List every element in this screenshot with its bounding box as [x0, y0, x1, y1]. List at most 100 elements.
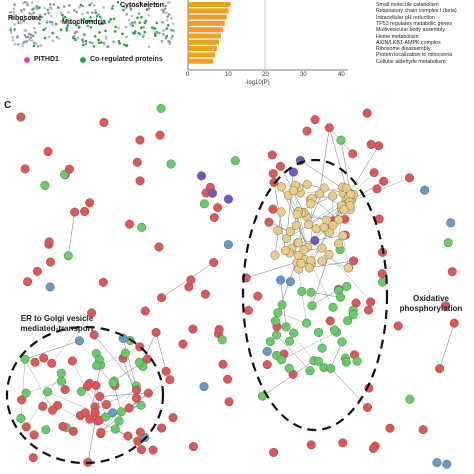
protein-node [338, 438, 348, 448]
protein-node [123, 431, 133, 441]
protein-node [349, 256, 359, 266]
scatter-point [31, 34, 35, 38]
protein-node [40, 180, 50, 190]
protein-node [302, 318, 312, 328]
protein-node [328, 220, 338, 230]
protein-node [199, 199, 209, 209]
enrichment-bar [188, 39, 219, 45]
scatter-point [110, 7, 114, 10]
scatter-point [22, 8, 26, 11]
protein-node [273, 226, 283, 236]
scatter-point [106, 45, 110, 48]
scatter-point [75, 10, 79, 14]
protein-node [63, 251, 73, 261]
protein-node [64, 164, 74, 174]
interaction-edge [329, 127, 347, 189]
protein-node [208, 188, 218, 198]
protein-node [296, 258, 306, 268]
protein-node [285, 277, 295, 287]
protein-node [443, 238, 453, 248]
scatter-point [124, 25, 128, 29]
protein-node [199, 382, 209, 392]
protein-node [317, 256, 327, 266]
scatter-point [100, 41, 103, 44]
scatter-point [139, 1, 142, 5]
bar-term-label: Multivesicular body assembly [376, 27, 445, 34]
protein-node [154, 242, 164, 252]
scatter-point [162, 32, 165, 36]
protein-node [393, 321, 403, 331]
scatter-point [142, 33, 145, 37]
protein-node [67, 356, 77, 366]
scatter-point [51, 23, 54, 26]
x-tick: 0 [186, 72, 190, 78]
scatter-point [150, 26, 154, 29]
scatter-point [113, 30, 117, 33]
scatter-point [116, 1, 120, 4]
interaction-edge [155, 332, 167, 372]
interaction-edge [309, 205, 342, 269]
scatter-point [81, 12, 84, 16]
cluster-label-ribosome: Ribosome [8, 15, 42, 22]
scatter-point [65, 26, 69, 30]
protein-node [16, 112, 26, 122]
protein-node [21, 388, 31, 398]
protein-node [348, 310, 358, 320]
protein-node [96, 427, 106, 437]
protein-node [223, 194, 233, 204]
protein-node [273, 308, 283, 318]
interaction-edge [99, 392, 149, 397]
scatter-point [68, 4, 71, 7]
scatter-point [122, 8, 125, 12]
protein-node [143, 388, 153, 398]
scatter-point [84, 39, 88, 43]
scatter-point [136, 16, 139, 20]
enrichment-bar [188, 27, 223, 33]
protein-node [288, 167, 298, 177]
protein-node [277, 300, 287, 310]
protein-node [338, 231, 348, 241]
protein-node [343, 316, 353, 326]
protein-node [70, 207, 80, 217]
protein-node [136, 400, 146, 410]
panel-letter-c: C [4, 100, 12, 111]
protein-node [23, 277, 33, 287]
scatter-point [82, 17, 86, 21]
protein-node [268, 204, 278, 214]
scatter-point [23, 14, 26, 18]
scatter-point [30, 12, 34, 16]
protein-node [341, 183, 351, 193]
scatter-point [84, 42, 88, 46]
annotation-oxphos-text: Oxidative phosphorylation [399, 294, 463, 313]
interaction-edge [309, 260, 354, 269]
scatter-point [59, 28, 63, 31]
protein-node [60, 385, 70, 395]
interaction-edge [281, 331, 337, 361]
scatter-point [47, 35, 51, 39]
protein-node [362, 403, 372, 413]
protein-node [366, 139, 376, 149]
protein-node [98, 277, 108, 287]
protein-node [209, 212, 219, 222]
interaction-edge [293, 190, 308, 248]
protein-node [449, 318, 459, 328]
bar-term-label: Cellular aldehyde metabolism [376, 58, 446, 65]
protein-node [306, 440, 316, 450]
scatter-point [38, 13, 42, 17]
enrichment-bar [188, 14, 227, 20]
scatter-point [59, 20, 63, 23]
protein-node [348, 149, 358, 159]
protein-scatter-map [9, 0, 175, 49]
x-tick: 20 [262, 72, 269, 78]
protein-node [20, 354, 30, 364]
protein-node [305, 366, 315, 376]
scatter-point [145, 8, 149, 11]
scatter-point [16, 19, 20, 22]
scatter-point [57, 37, 61, 40]
scatter-point [9, 26, 13, 30]
scatter-point [168, 1, 171, 4]
scatter-point [28, 32, 31, 36]
protein-node [213, 203, 223, 213]
protein-node [124, 403, 134, 413]
protein-node [188, 324, 198, 334]
